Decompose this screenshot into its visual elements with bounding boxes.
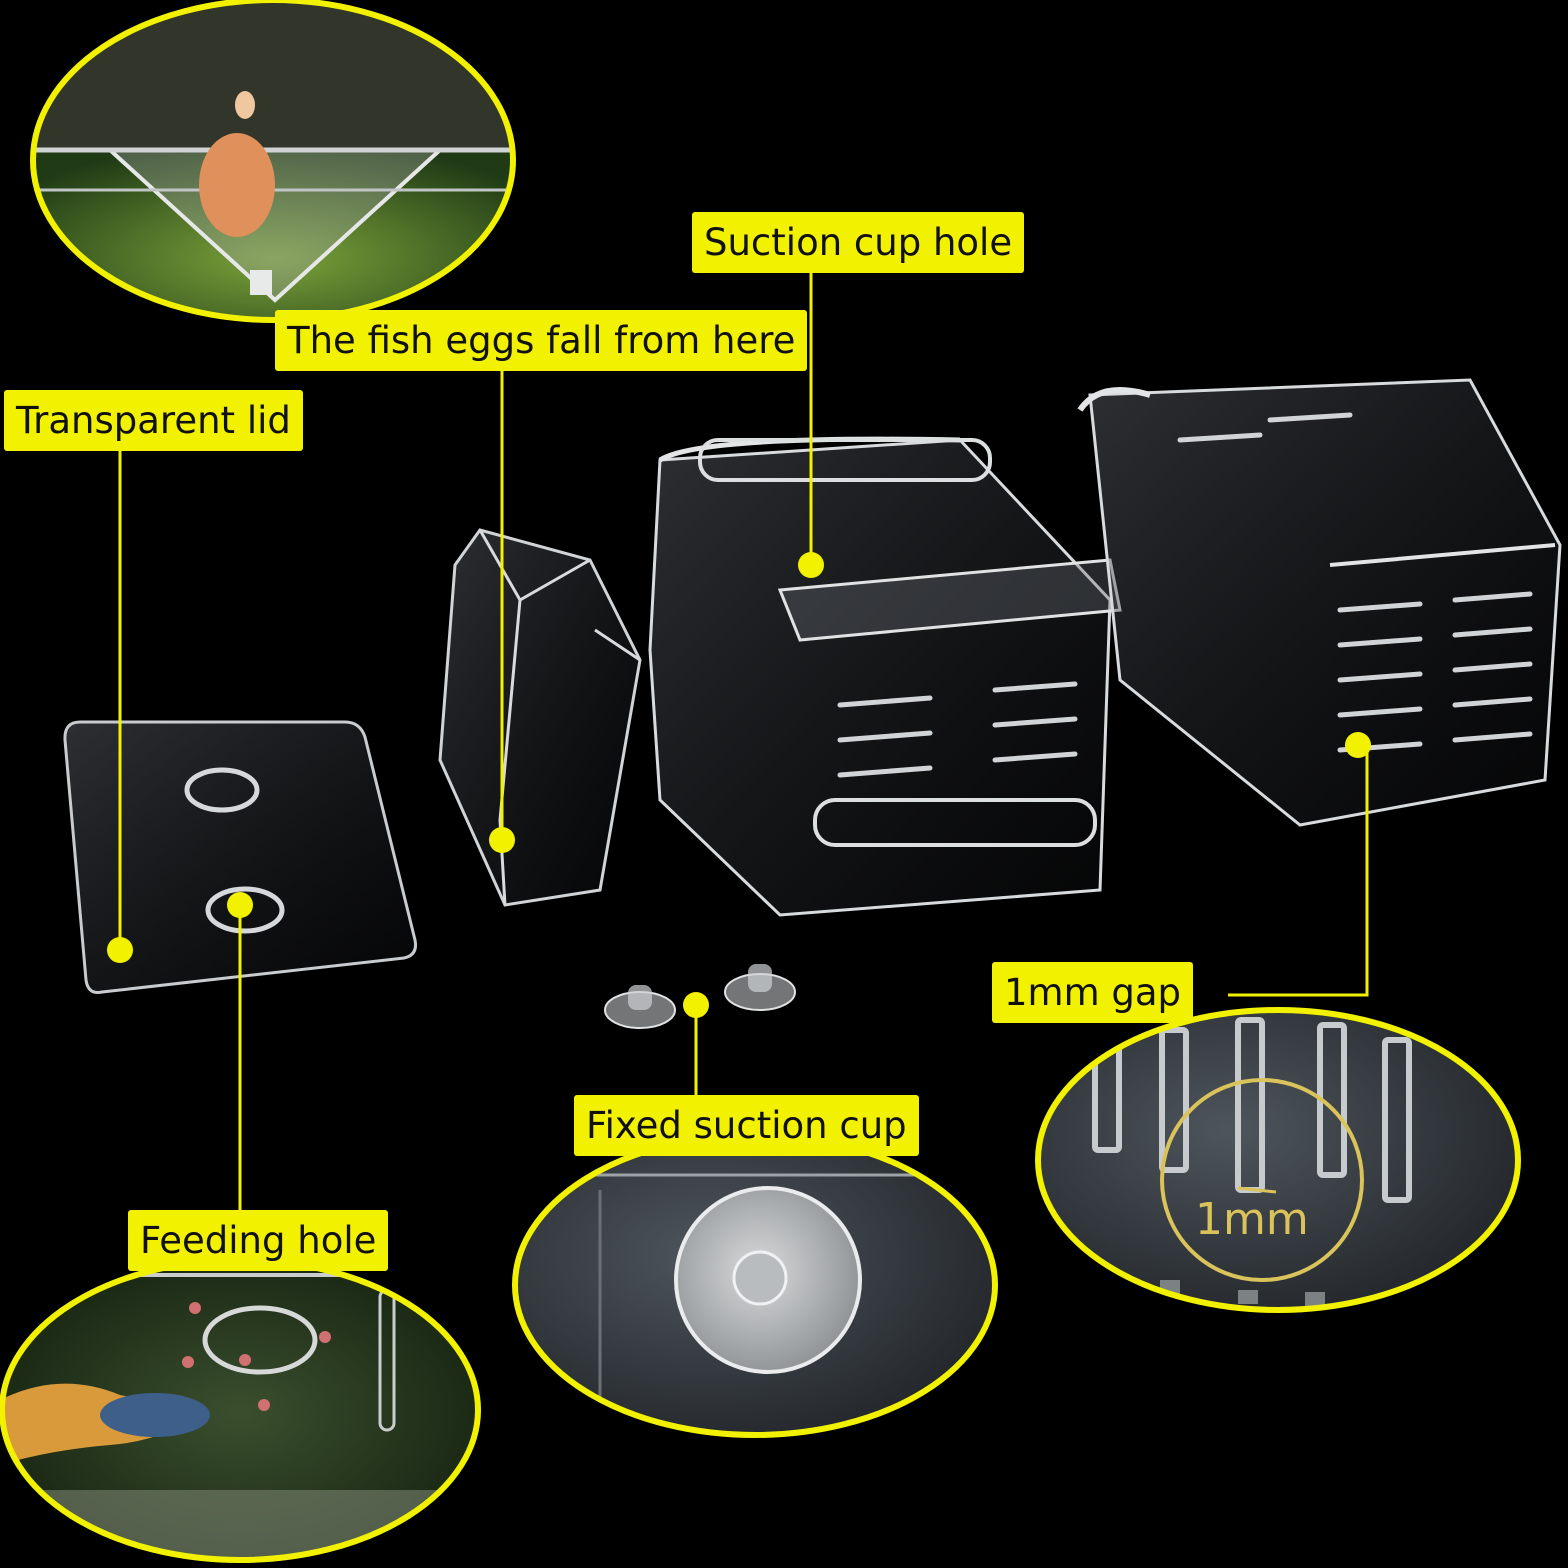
marker-dots: [107, 552, 1371, 1018]
gap-inset: [1035, 1007, 1521, 1313]
transparent-lid-label: Transparent lid: [4, 390, 303, 451]
suction-cups-illustration: [604, 964, 796, 1029]
transparent-lid-illustration: [63, 720, 417, 994]
breeding-box-small-illustration: [648, 436, 1122, 917]
marker-dot-icon: [489, 827, 515, 853]
leader-lines: [118, 268, 1369, 1210]
gap-label: 1mm gap: [992, 962, 1194, 1023]
marker-dot-icon: [1345, 732, 1371, 758]
fish-eggs-fall-label: The fish eggs fall from here: [275, 310, 808, 371]
breeding-box-large-illustration: [1077, 378, 1562, 827]
fixed-suction-cup-label: Fixed suction cup: [574, 1095, 919, 1156]
gap-measurement-text: 1mm: [1195, 1194, 1309, 1245]
marker-dot-icon: [227, 892, 253, 918]
marker-dot-icon: [683, 992, 709, 1018]
feeding-hole-inset: [0, 1257, 481, 1563]
suction-cup-hole-label: Suction cup hole: [692, 212, 1025, 273]
marker-dot-icon: [798, 552, 824, 578]
egg-funnel-inset: [30, 0, 516, 323]
marker-dot-icon: [107, 937, 133, 963]
suction-cup-inset: [512, 1132, 998, 1438]
egg-funnel-illustration: [438, 528, 642, 907]
feeding-hole-label: Feeding hole: [128, 1210, 389, 1271]
fish-icon: [199, 133, 275, 237]
